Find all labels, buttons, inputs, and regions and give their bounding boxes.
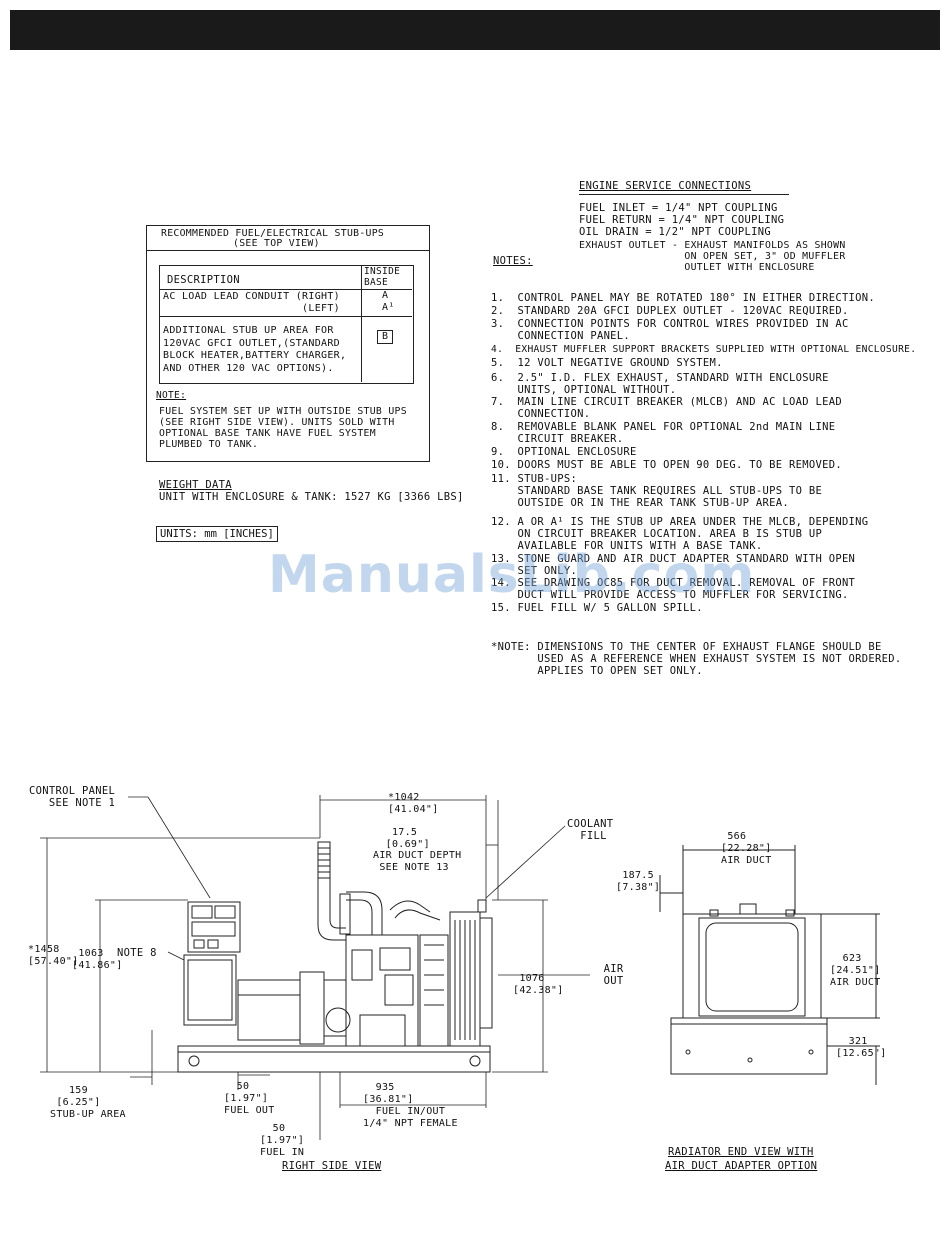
radiator-outer: [682, 913, 822, 1019]
note-8: 8. REMOVABLE BLANK PANEL FOR OPTIONAL 2n…: [491, 421, 836, 445]
note-6: 6. 2.5" I.D. FLEX EXHAUST, STANDARD WITH…: [491, 372, 829, 396]
air-out-label: AIR OUT: [603, 963, 624, 987]
row2-description: ADDITIONAL STUB UP AREA FOR 120VAC GFCI …: [163, 325, 347, 374]
row2-value: B: [377, 330, 394, 344]
mlcb-box: [419, 934, 449, 1047]
end-view-caption-2: AIR DUCT ADAPTER OPTION: [665, 1160, 818, 1172]
row1-description: AC LOAD LEAD CONDUIT (RIGHT) (LEFT): [163, 291, 340, 314]
header-bar: [10, 10, 940, 50]
dim-1076: 1076 [42.38"]: [513, 973, 564, 996]
stub-note-label: NOTE:: [156, 390, 187, 401]
note-2: 2. STANDARD 20A GFCI DUPLEX OUTLET - 120…: [491, 305, 849, 317]
note-10: 10. DOORS MUST BE ABLE TO OPEN 90 DEG. T…: [491, 459, 842, 471]
stub-col-divider: [361, 265, 362, 382]
engine-service-line-6: OUTLET WITH ENCLOSURE: [579, 262, 815, 273]
engine-block: [345, 934, 419, 1047]
alternator: [237, 979, 301, 1041]
stub-inner-table: [159, 265, 414, 384]
engine-service-line-5: ON OPEN SET, 3" OD MUFFLER: [579, 251, 846, 262]
control-panel-label: CONTROL PANEL SEE NOTE 1: [29, 785, 116, 809]
note-11: 11. STUB-UPS: STANDARD BASE TANK REQUIRE…: [491, 473, 823, 509]
row1-value-right: A: [382, 290, 389, 301]
note-12: 12. A OR A¹ IS THE STUB UP AREA UNDER TH…: [491, 516, 869, 552]
blank-panel: [183, 954, 237, 1026]
dim-50-fuel-out: 50 [1.97"] FUEL OUT: [224, 1081, 275, 1116]
units-label: UNITS: mm [INCHES]: [156, 526, 278, 542]
col-description-header: DESCRIPTION: [167, 274, 240, 286]
dim-159: 159 [6.25"] STUB-UP AREA: [50, 1085, 126, 1120]
control-panel-box: [187, 901, 241, 953]
note-13: 13. STONE GUARD AND AIR DUCT ADAPTER STA…: [491, 553, 856, 577]
base-hole-right: [469, 1055, 481, 1067]
base-hole-left: [188, 1055, 200, 1067]
dim-1042: *1042 [41.04"]: [388, 792, 439, 815]
engine-service-line-3: OIL DRAIN = 1/2" NPT COUPLING: [579, 226, 772, 238]
dim-1458: *1458 [57.40"]: [28, 944, 79, 967]
asterisk-note: *NOTE: DIMENSIONS TO THE CENTER OF EXHAU…: [491, 641, 902, 677]
engine-service-line-2: FUEL RETURN = 1/4" NPT COUPLING: [579, 214, 785, 226]
note-4: 4. EXHAUST MUFFLER SUPPORT BRACKETS SUPP…: [491, 344, 917, 355]
dim-1063: 1063 [41.86"]: [72, 948, 123, 971]
radiator-end-view: [659, 845, 880, 1085]
stub-table-subtitle: (SEE TOP VIEW): [233, 238, 320, 249]
dim-50-fuel-in: 50 [1.97"] FUEL IN: [260, 1123, 305, 1158]
engine-service-line-1: FUEL INLET = 1/4" NPT COUPLING: [579, 202, 778, 214]
dim-935: 935 [36.81"] FUEL IN/OUT 1/4" NPT FEMALE: [363, 1082, 458, 1129]
right-view-dimensions: [40, 795, 590, 1140]
col-inside-base-header: INSIDE BASE: [364, 266, 401, 288]
watermark: ManualsLib.com: [268, 545, 756, 605]
stub-table-title: RECOMMENDED FUEL/ELECTRICAL STUB-UPS: [161, 228, 385, 239]
stub-up-table: [146, 225, 430, 462]
right-side-view-caption: RIGHT SIDE VIEW: [282, 1160, 382, 1172]
end-base: [670, 1017, 828, 1075]
dim-623: 623 [24.51"] AIR DUCT: [830, 953, 881, 988]
note-14: 14. SEE DRAWING OC85 FOR DUCT REMOVAL. R…: [491, 577, 856, 601]
note-15: 15. FUEL FILL W/ 5 GALLON SPILL.: [491, 602, 703, 614]
engine-service-heading: ENGINE SERVICE CONNECTIONS: [579, 180, 752, 192]
engine-service-rule: [579, 194, 789, 195]
end-view-caption-1: RADIATOR END VIEW WITH: [668, 1146, 814, 1158]
row1-value-left: A¹: [382, 302, 395, 313]
dim-187-5: 187.5 [7.38"]: [616, 870, 661, 893]
stub-table-title-rule: [146, 250, 429, 251]
skid-base: [177, 1045, 491, 1073]
note-1: 1. CONTROL PANEL MAY BE ROTATED 180° IN …: [491, 292, 876, 304]
notes-heading: NOTES:: [493, 255, 533, 267]
note-9: 9. OPTIONAL ENCLOSURE: [491, 446, 637, 458]
note8-label: NOTE 8: [117, 947, 157, 959]
radiator-cap: [739, 903, 757, 915]
note-7: 7. MAIN LINE CIRCUIT BREAKER (MLCB) AND …: [491, 396, 842, 420]
generator-right-side-view: [177, 841, 493, 1073]
dim-566: 566 [22.28"] AIR DUCT: [721, 831, 772, 866]
coolant-fill-label: COOLANT FILL: [567, 818, 614, 842]
stub-note-text: FUEL SYSTEM SET UP WITH OUTSIDE STUB UPS…: [159, 406, 407, 450]
engine-service-line-4: EXHAUST OUTLET - EXHAUST MANIFOLDS AS SH…: [579, 240, 846, 251]
stub-row-rule-2: [159, 316, 412, 317]
weight-line: UNIT WITH ENCLOSURE & TANK: 1527 KG [336…: [159, 491, 464, 503]
weight-heading: WEIGHT DATA: [159, 479, 232, 491]
dim-air-duct-depth: 17.5 [0.69"] AIR DUCT DEPTH SEE NOTE 13: [373, 827, 462, 873]
note-3: 3. CONNECTION POINTS FOR CONTROL WIRES P…: [491, 318, 849, 342]
dim-321: 321 [12.65"]: [836, 1036, 887, 1059]
note-5: 5. 12 VOLT NEGATIVE GROUND SYSTEM.: [491, 357, 723, 369]
radiator-core: [705, 922, 799, 1012]
stub-row-rule-1: [159, 289, 412, 290]
